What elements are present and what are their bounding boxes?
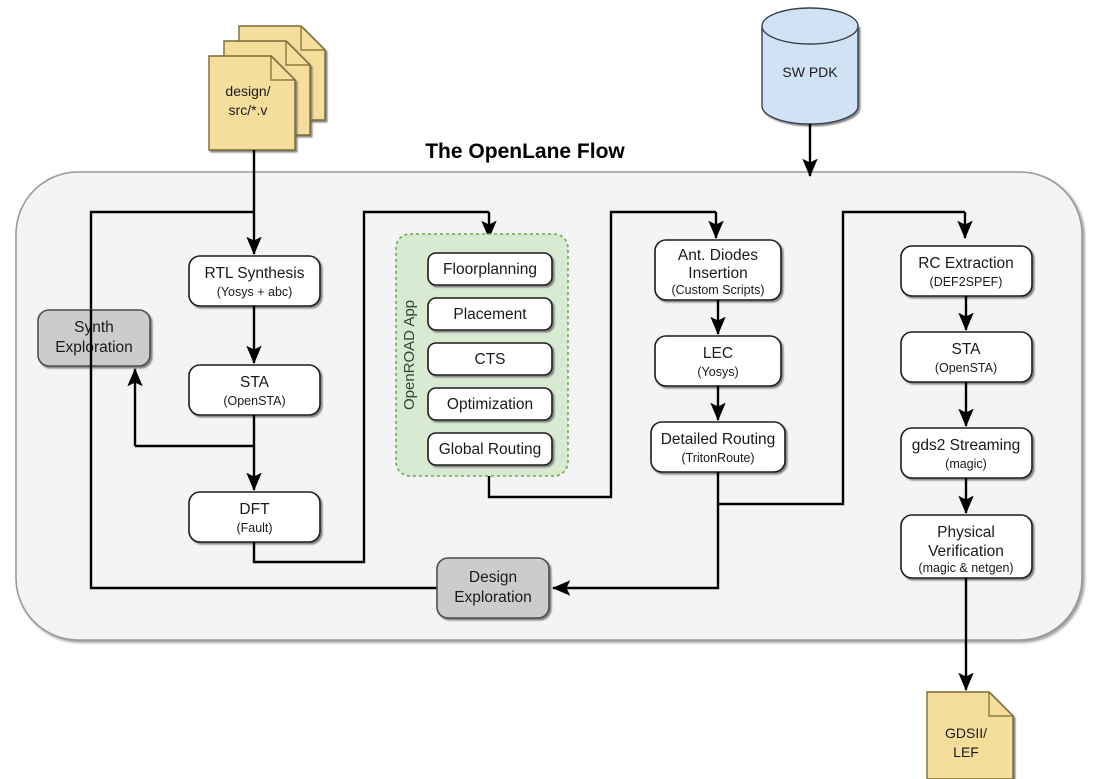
- node-floorplanning: Floorplanning: [427, 252, 553, 286]
- design-files-fold-front: [270, 56, 295, 81]
- design-files-label-line1: design/: [225, 83, 270, 99]
- node-design-exploration-line2: Exploration: [454, 589, 532, 606]
- wire-detailed-routing-to-design-exploration: [552, 504, 720, 596]
- node-physical-verification-sub: (magic & netgen): [918, 561, 1013, 575]
- gdsii-label-line1: GDSII/: [945, 725, 987, 741]
- node-detailed-routing-sub: (TritonRoute): [681, 451, 754, 465]
- node-signoff-sta: STA (OpenSTA): [900, 331, 1033, 383]
- wire-openroad-to-antenna: [487, 210, 716, 499]
- node-placement: Placement: [427, 297, 553, 331]
- pdk-cylinder-top: [761, 7, 859, 45]
- node-dft: DFT (Fault): [188, 491, 321, 543]
- node-lec-title: LEC: [703, 345, 733, 362]
- node-optimization: Optimization: [427, 387, 553, 421]
- node-rc-extraction-title: RC Extraction: [918, 255, 1014, 272]
- node-global-routing: Global Routing: [427, 432, 553, 466]
- node-antenna-diodes-sub: (Custom Scripts): [671, 283, 764, 297]
- node-rtl-synthesis: RTL Synthesis (Yosys + abc): [188, 255, 321, 307]
- node-cts-title: CTS: [475, 351, 506, 368]
- node-signoff-sta-title: STA: [952, 341, 982, 358]
- node-rtl-synthesis-title: RTL Synthesis: [205, 265, 305, 282]
- page-title: The OpenLane Flow: [425, 140, 625, 163]
- node-detailed-routing-title: Detailed Routing: [661, 431, 776, 448]
- node-global-routing-title: Global Routing: [439, 441, 542, 458]
- node-synth-sta-title: STA: [240, 374, 270, 391]
- node-physical-verification-title-line1: Physical: [937, 524, 995, 541]
- node-signoff-sta-sub: (OpenSTA): [935, 361, 997, 375]
- design-files-fold-back: [300, 26, 325, 51]
- node-detailed-routing: Detailed Routing (TritonRoute): [650, 421, 786, 473]
- sw-pdk-cylinder: SW PDK: [761, 7, 859, 125]
- gdsii-label-line2: LEF: [953, 744, 979, 760]
- openroad-group-label: OpenROAD App: [401, 300, 418, 410]
- node-lec: LEC (Yosys): [654, 335, 782, 387]
- node-antenna-diodes-insertion: Ant. Diodes Insertion (Custom Scripts): [654, 239, 782, 301]
- node-antenna-diodes-title-line1: Ant. Diodes: [678, 247, 758, 264]
- node-cts: CTS: [427, 342, 553, 376]
- gdsii-document-shape: [926, 691, 1014, 779]
- node-placement-title: Placement: [453, 306, 527, 323]
- node-synth-exploration-line2: Exploration: [55, 339, 133, 356]
- design-source-files: design/ src/*.v: [208, 25, 326, 151]
- node-design-exploration-line1: Design: [469, 569, 517, 586]
- node-synth-exploration-line1: Synth: [74, 319, 114, 336]
- node-lec-sub: (Yosys): [697, 365, 738, 379]
- pdk-cylinder-body: [761, 25, 859, 125]
- node-synth-exploration: Synth Exploration: [37, 309, 151, 367]
- node-floorplanning-title: Floorplanning: [443, 261, 537, 278]
- design-files-fold-mid: [285, 41, 310, 66]
- node-gds2-streaming-sub: (magic): [945, 457, 987, 471]
- node-dft-sub: (Fault): [236, 521, 272, 535]
- wire-detailed-routing-to-rc-extraction: [716, 210, 965, 506]
- node-physical-verification-title-line2: Verification: [928, 543, 1004, 560]
- node-gds2-streaming-title: gds2 Streaming: [912, 437, 1021, 454]
- wire-design-exploration-to-synth-rail: [89, 310, 437, 590]
- node-synth-sta: STA (OpenSTA): [188, 364, 321, 416]
- wire-dft-to-openroad: [252, 210, 489, 564]
- node-physical-verification: Physical Verification (magic & netgen): [900, 514, 1033, 579]
- node-gds2-streaming: gds2 Streaming (magic): [900, 427, 1033, 479]
- gdsii-document-fold: [988, 692, 1013, 717]
- wire-synth-feedback-top: [89, 210, 254, 310]
- node-rc-extraction: RC Extraction (DEF2SPEF): [900, 245, 1033, 297]
- node-rtl-synthesis-sub: (Yosys + abc): [217, 285, 293, 299]
- node-rc-extraction-sub: (DEF2SPEF): [930, 275, 1003, 289]
- node-antenna-diodes-title-line2: Insertion: [688, 265, 747, 282]
- gdsii-lef-output: GDSII/ LEF: [926, 691, 1014, 779]
- design-files-label-line2: src/*.v: [229, 102, 268, 118]
- node-design-exploration: Design Exploration: [436, 557, 550, 619]
- pdk-label: SW PDK: [782, 64, 838, 80]
- node-synth-sta-sub: (OpenSTA): [223, 394, 285, 408]
- node-dft-title: DFT: [239, 501, 270, 518]
- node-optimization-title: Optimization: [447, 396, 533, 413]
